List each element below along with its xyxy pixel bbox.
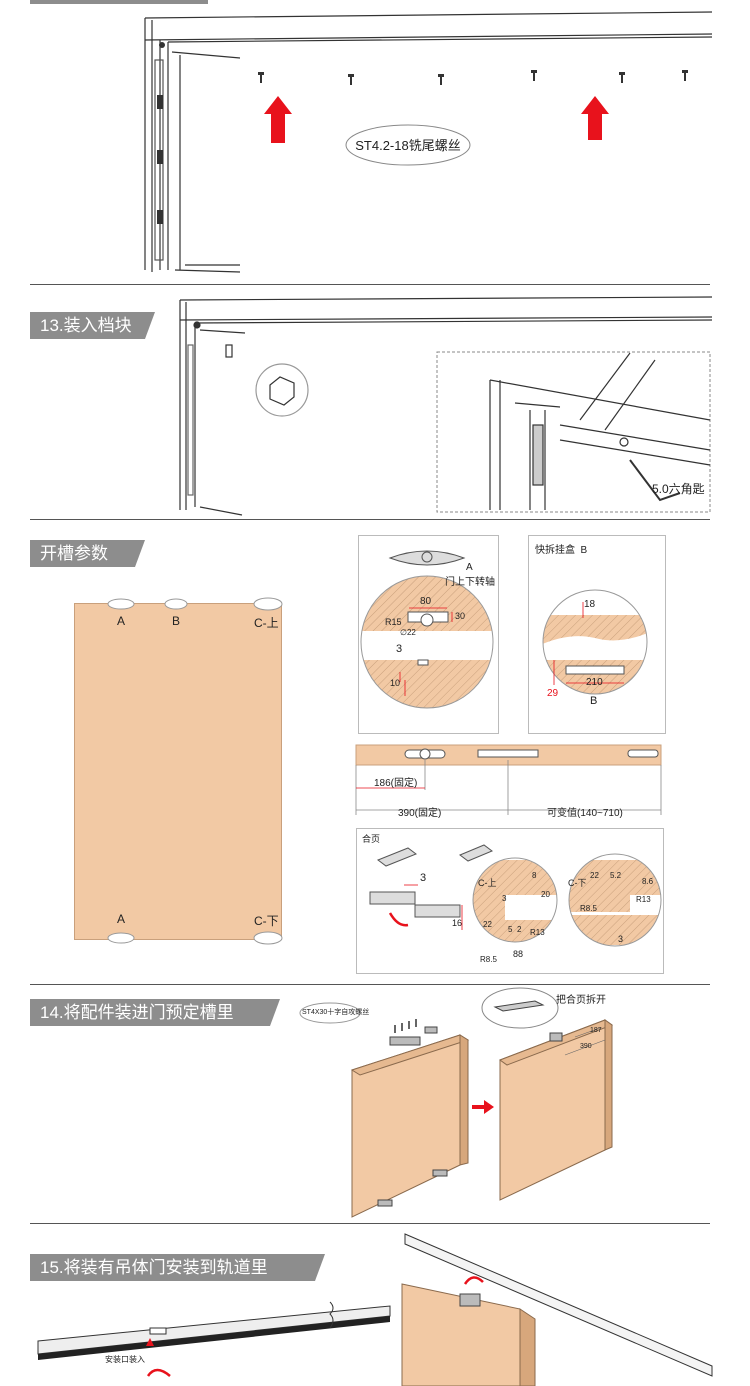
screw-icons: [258, 70, 688, 85]
dim-186-fixed: 186(固定): [374, 778, 418, 789]
slot-label-c-bottom: C-下: [254, 914, 279, 928]
red-right-arrow-icon: [472, 1100, 494, 1114]
slot-label-a-bottom: A: [117, 912, 126, 926]
door-slot-markers: [107, 597, 283, 945]
divider: [30, 984, 710, 985]
top-tab-remnant: [30, 0, 208, 4]
section-slotting: 开槽参数 A B C-上 A C-下: [0, 520, 750, 985]
hinge-dim-88: 88: [513, 949, 524, 959]
hinge-dim-3: 3: [420, 872, 427, 884]
hinge-dim-3b: 3: [502, 894, 507, 903]
door-panel: [74, 603, 282, 940]
section-15: 15.将装有吊体门安装到轨道里 安装口装入: [0, 1224, 750, 1386]
stopper-drawing: [179, 296, 713, 516]
dim-30: 30: [455, 611, 466, 621]
hinge-c-up-label: C-上: [478, 878, 497, 888]
detail-b-drawing: [542, 589, 648, 695]
hinge-box: [356, 828, 664, 974]
slot-label-c-top: C-上: [254, 616, 279, 630]
dim-r15: R15: [385, 617, 402, 627]
detail-b-title: 快拆挂盒 B: [535, 545, 588, 556]
dim-22: ∅22: [400, 628, 416, 637]
hinge-dim-20: 20: [541, 890, 550, 899]
detail-b-box: [528, 535, 666, 734]
hinge-note: 把合页拆开: [556, 995, 606, 1006]
dim-3: 3: [396, 643, 403, 655]
hinge-dim-3c: 3: [618, 934, 624, 944]
hinge-drawing: [369, 844, 662, 947]
screw-label: ST4.2-18铣尾螺丝: [355, 138, 461, 153]
dim-210: 210: [586, 677, 603, 688]
detail-a-box: [358, 535, 499, 734]
red-curve-arrow-icon: [463, 1276, 484, 1285]
accessory-install-drawing: [299, 987, 614, 1218]
section-screws: ST4.2-18铣尾螺丝: [0, 0, 750, 285]
divider: [30, 1223, 710, 1224]
detail-b-label: B: [590, 695, 598, 707]
wrench-label: 5.0六角匙: [652, 482, 705, 496]
section-14: 14.将配件装进门预定槽里 ST4X30十字自攻螺丝 把合页拆开 390 187: [0, 985, 750, 1224]
hinge-title: 合页: [362, 834, 381, 844]
hanging-door-drawing: [37, 1233, 713, 1386]
detail-a-axis-label: 门上下转轴: [445, 577, 495, 588]
hinge-dim-2: 2: [517, 925, 522, 934]
section-13-title: 13.装入档块: [30, 312, 155, 339]
section-14-title: 14.将配件装进门预定槽里: [30, 999, 280, 1026]
dim-18: 18: [584, 599, 596, 610]
detail-a-label: A: [466, 562, 473, 573]
hinge-c-down-label: C-下: [568, 878, 587, 888]
hinge-dim-16: 16: [452, 918, 463, 928]
detail-a-drawing: [360, 550, 494, 709]
slotting-title: 开槽参数: [30, 540, 145, 567]
dim-variable: 可变值(140~710): [547, 808, 623, 819]
slot-label-a-top: A: [117, 614, 126, 628]
track-frame-drawing: [144, 11, 713, 273]
hinge-dim-5: 5: [508, 925, 513, 934]
section-13: 13.装入档块 5.0六角匙: [0, 285, 750, 520]
door-edge-strip: [355, 744, 662, 815]
hinge-dim-22: 22: [483, 920, 492, 929]
hinge-dim-22b: 22: [590, 871, 599, 880]
dim-10: 10: [390, 678, 401, 688]
dim-390-small: 390: [580, 1043, 592, 1050]
dim-29: 29: [547, 688, 559, 699]
red-rotate-arrow-icon: [388, 912, 409, 927]
section-15-title: 15.将装有吊体门安装到轨道里: [30, 1254, 325, 1281]
divider: [30, 519, 710, 520]
hinge-dim-8: 8: [532, 871, 537, 880]
screw-label-ellipse: [345, 124, 471, 166]
hinge-dim-r13b: R13: [636, 895, 651, 904]
dim-187-small: 187: [590, 1027, 602, 1034]
hinge-dim-r85: R8.5: [480, 955, 497, 964]
slot-label-b-top: B: [172, 614, 181, 628]
hinge-dim-86: 8.6: [642, 877, 654, 886]
dim-390-fixed: 390(固定): [398, 808, 442, 819]
red-curve-arrow-bottom-icon: [146, 1368, 171, 1377]
hinge-dim-r85b: R8.5: [580, 904, 597, 913]
entry-label: 安装口装入: [105, 1355, 145, 1364]
divider: [30, 284, 710, 285]
detail-frame: [436, 351, 711, 513]
dim-80: 80: [420, 596, 432, 607]
red-up-arrow-icons: [264, 96, 609, 143]
hinge-dim-52: 5.2: [610, 871, 622, 880]
hinge-dim-r13: R13: [530, 928, 545, 937]
screw-note: ST4X30十字自攻螺丝: [302, 1009, 370, 1016]
